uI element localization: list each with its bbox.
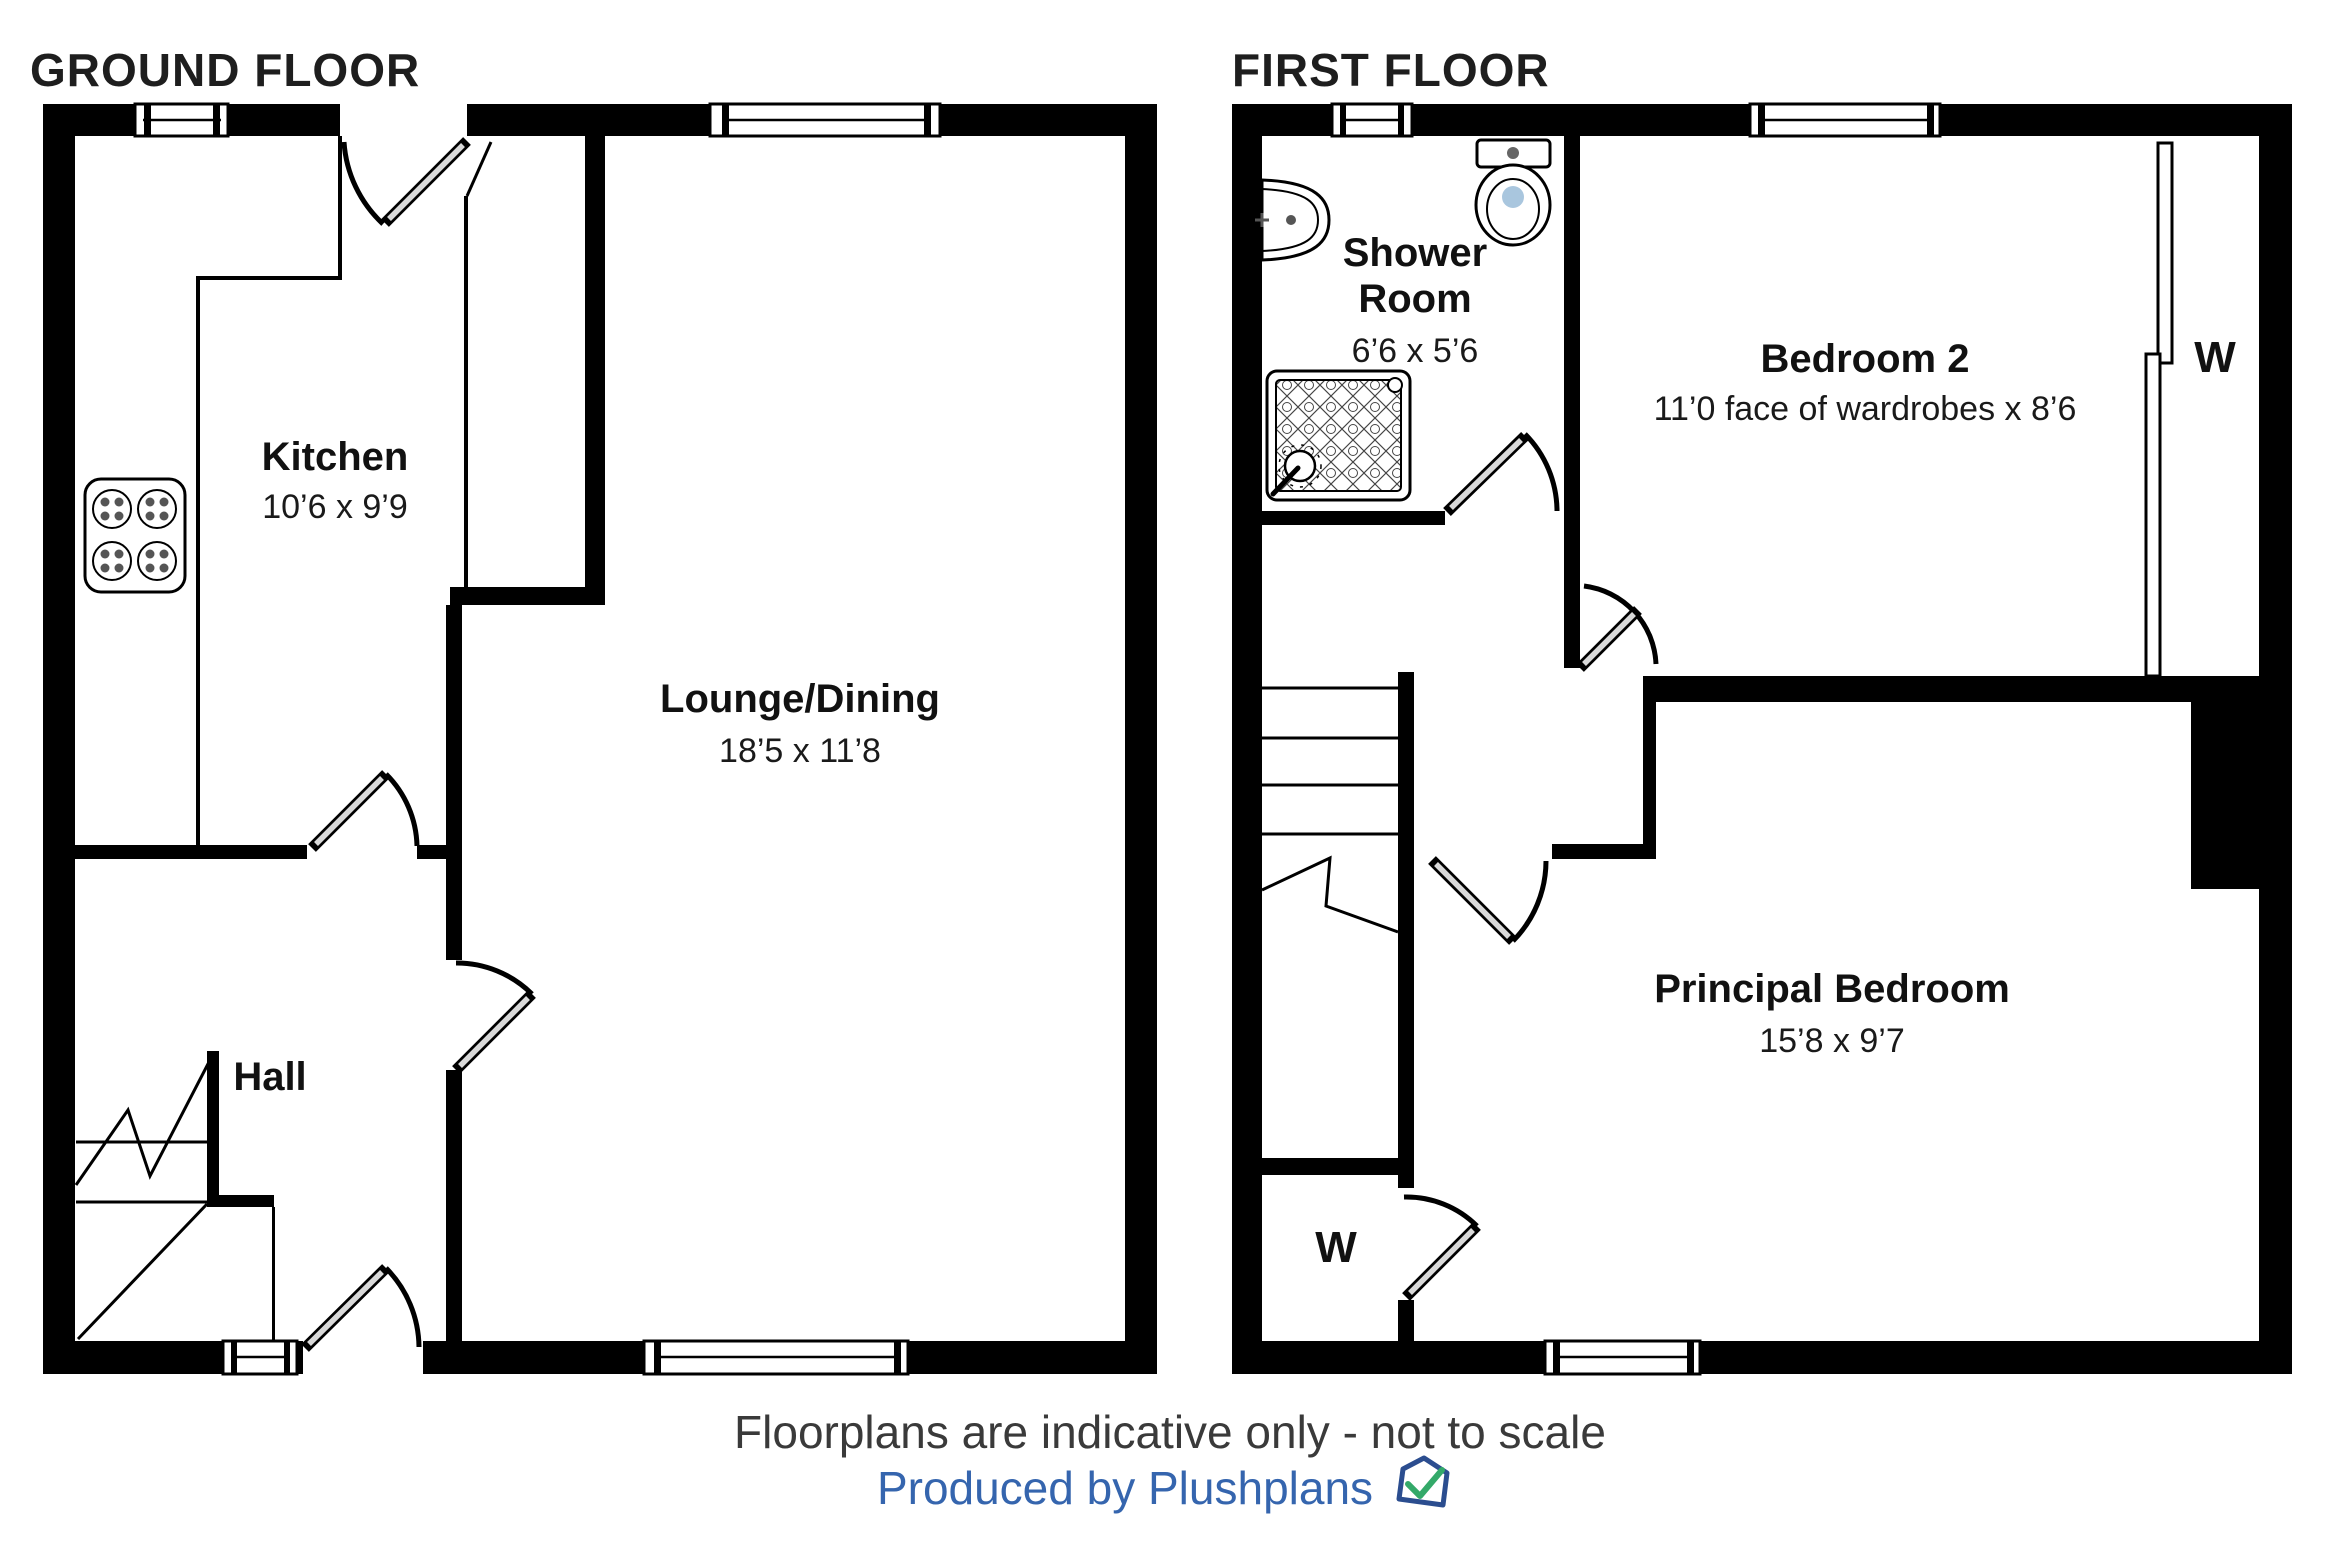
principal-bedroom-label: Principal Bedroom [1654,967,2010,1011]
lounge-dining-label: Lounge/Dining [660,677,940,721]
footer-disclaimer: Floorplans are indicative only - not to … [734,1406,1606,1458]
plushplans-logo-icon [1396,1455,1450,1508]
ground-floor-title: GROUND FLOOR [30,44,420,96]
first-floor-title: FIRST FLOOR [1232,44,1550,96]
ground-interior-walls [75,136,605,1341]
kitchen-label: Kitchen [262,435,409,479]
stairs-ground [74,1051,275,1341]
closet-label: W [1315,1223,1357,1272]
wardrobe-doors-icon [2144,141,2174,678]
shower-room-label-line1: Shower [1343,231,1487,275]
window-icon [1330,102,1414,138]
hall-back-door-swing-icon [301,1264,422,1352]
hall-label: Hall [233,1055,306,1099]
shower-room-dims: 6’6 x 5’6 [1352,332,1479,370]
entrance-opening [340,100,467,140]
stairs-first [1261,686,1399,934]
closet-door-swing-icon [1402,1194,1481,1301]
chimney-breast [2191,682,2292,889]
window-icon [642,1339,910,1376]
shower-door-swing-icon [1443,432,1560,516]
principal-door-swing-icon [1428,856,1549,945]
hall-back-door-opening [303,1337,423,1378]
kitchen-door-swing-icon [308,770,420,852]
lounge-dining-dims: 18’5 x 11’8 [719,732,881,770]
footer: Floorplans are indicative only - not to … [734,1406,1606,1514]
footer-credit: Produced by Plushplans [877,1462,1373,1514]
window-icon [1748,102,1942,138]
entrance-door-swing-icon [341,137,493,227]
window-icon [1543,1339,1702,1376]
window-icon [221,1339,299,1376]
window-icon [133,102,230,138]
shower-room-label-line2: Room [1358,277,1471,321]
principal-bedroom-dims: 15’8 x 9’7 [1759,1022,1905,1060]
bedroom2-door-swing-icon [1576,583,1659,672]
toilet-icon [1474,138,1552,247]
first-interior-walls [1262,136,2292,1341]
first-floor-plan: FIRST FLOOR [1232,44,2292,1376]
shower-tray-icon [1265,369,1412,502]
bedroom2-label: Bedroom 2 [1761,337,1970,381]
bedroom2-dims: 11’0 face of wardrobes x 8’6 [1654,390,2077,428]
sink-icon [1255,178,1331,262]
wardrobe-label: W [2194,333,2236,382]
lounge-door-swing-icon [452,960,536,1074]
ground-floor-plan: GROUND FLOOR [30,44,1157,1378]
ground-outer-walls [43,104,1157,1374]
hob-icon [83,477,187,594]
window-icon [708,102,942,138]
kitchen-dims: 10’6 x 9’9 [262,488,408,526]
